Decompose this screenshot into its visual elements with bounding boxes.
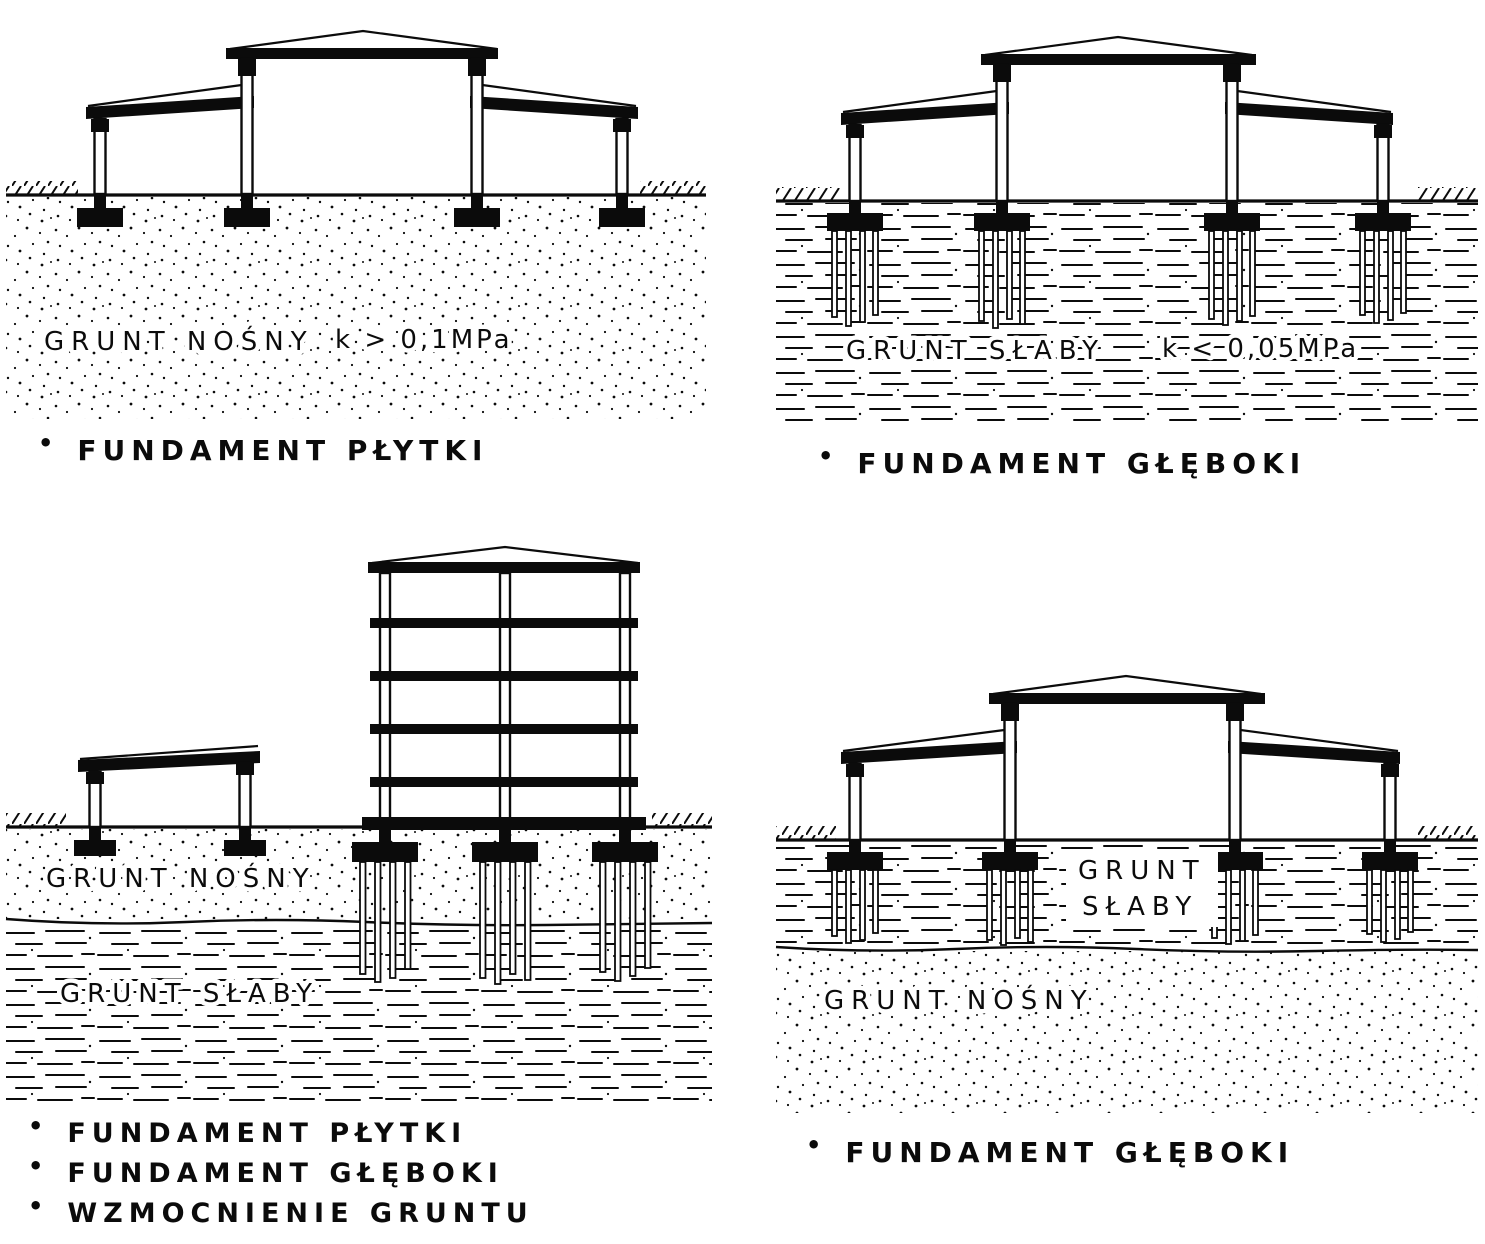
piles: [831, 230, 1407, 329]
caption-wzmocnienie-gruntu: • WZMOCNIENIE GRUNTU: [0, 1194, 762, 1230]
weak-soil-texture: [6, 923, 712, 1105]
panel-fundament-mieszany: GRUNT NOŚNY GRUNT SŁABY • FUNDAMENT PŁYT…: [0, 530, 762, 1238]
bullet-icon: •: [28, 1111, 50, 1140]
building-frame: [86, 29, 638, 196]
caption-text: FUNDAMENT GŁĘBOKI: [845, 1136, 1295, 1169]
caption-text: FUNDAMENT GŁĘBOKI: [857, 447, 1307, 480]
lower-soil-label: GRUNT SŁABY: [60, 979, 319, 1009]
surface-hatch-left: [776, 826, 836, 840]
bullet-icon: •: [38, 428, 60, 457]
bearing-capacity-value: k < 0,05MPa: [1162, 334, 1359, 364]
panel-fundament-gleboki: GRUNT SŁABY k < 0,05MPa • FUNDAMENT GŁĘB…: [770, 6, 1485, 480]
surface-hatch-left: [6, 813, 66, 827]
bullet-icon: •: [28, 1191, 50, 1220]
upper-soil-label: GRUNT NOŚNY: [46, 862, 316, 894]
bearing-soil-texture: [776, 951, 1478, 1113]
soil-label: GRUNT SŁABY: [846, 336, 1105, 366]
bullet-icon: •: [806, 1130, 828, 1159]
bullet-icon: •: [818, 441, 840, 470]
panel-fundament-plytki: GRUNT NOŚNY k > 0,1MPa • FUNDAMENT PŁYTK…: [0, 4, 712, 467]
pile-caps: [827, 201, 1411, 231]
shallow-foundation-drawing: GRUNT NOŚNY k > 0,1MPa: [6, 29, 706, 419]
pile-caps: [827, 840, 1418, 870]
caption-fundament-gleboki: • FUNDAMENT GŁĘBOKI: [770, 441, 1485, 481]
caption-text: FUNDAMENT PŁYTKI: [77, 434, 489, 467]
soil-layer-boundary: [775, 945, 1479, 953]
bearing-capacity-value: k > 0,1MPa: [335, 325, 513, 355]
bearing-soil-texture: [6, 197, 706, 419]
caption-text: WZMOCNIENIE GRUNTU: [67, 1198, 534, 1229]
surface-hatch-right: [1418, 826, 1478, 840]
lower-soil-label: GRUNT NOŚNY: [824, 984, 1094, 1016]
caption-fundament-plytki: • FUNDAMENT PŁYTKI: [0, 1114, 762, 1150]
caption-text: FUNDAMENT GŁĘBOKI: [67, 1158, 504, 1189]
building-frame: [841, 674, 1400, 842]
building-frame: [841, 35, 1393, 203]
caption-fundament-gleboki: • FUNDAMENT GŁĘBOKI: [770, 1130, 1485, 1170]
label-clear-patch: [1066, 851, 1218, 927]
deep-foundation-through-weak-layer-drawing: GRUNT SŁABY GRUNT NOŚNY: [775, 674, 1479, 1113]
caption-fundament-plytki: • FUNDAMENT PŁYTKI: [0, 428, 712, 468]
upper-soil-label-line1: GRUNT: [1078, 856, 1206, 886]
spread-footings: [77, 194, 645, 227]
upper-soil-label-line2: SŁABY: [1082, 892, 1198, 922]
small-building-frame: [74, 744, 266, 856]
caption-fundament-gleboki: • FUNDAMENT GŁĘBOKI: [0, 1154, 762, 1190]
surface-hatch-right: [1416, 187, 1478, 201]
caption-list: • FUNDAMENT PŁYTKI • FUNDAMENT GŁĘBOKI •…: [0, 1114, 762, 1230]
tall-building-frame: [352, 545, 658, 985]
deep-foundation-drawing: GRUNT SŁABY k < 0,05MPa: [776, 35, 1478, 421]
panel-fundament-gleboki-2: GRUNT SŁABY GRUNT NOŚNY • FUNDAMENT GŁĘB…: [770, 625, 1485, 1169]
weak-soil-texture: [776, 203, 1478, 421]
caption-text: FUNDAMENT PŁYTKI: [67, 1118, 468, 1149]
surface-hatch-left: [776, 187, 842, 201]
surface-hatch-right: [652, 813, 712, 827]
piles: [831, 869, 1414, 946]
bullet-icon: •: [28, 1151, 50, 1180]
surface-hatch-right: [640, 181, 706, 195]
soil-label: GRUNT NOŚNY: [44, 325, 314, 357]
surface-hatch-left: [6, 181, 78, 195]
mixed-foundation-drawing: GRUNT NOŚNY GRUNT SŁABY: [5, 545, 713, 1105]
